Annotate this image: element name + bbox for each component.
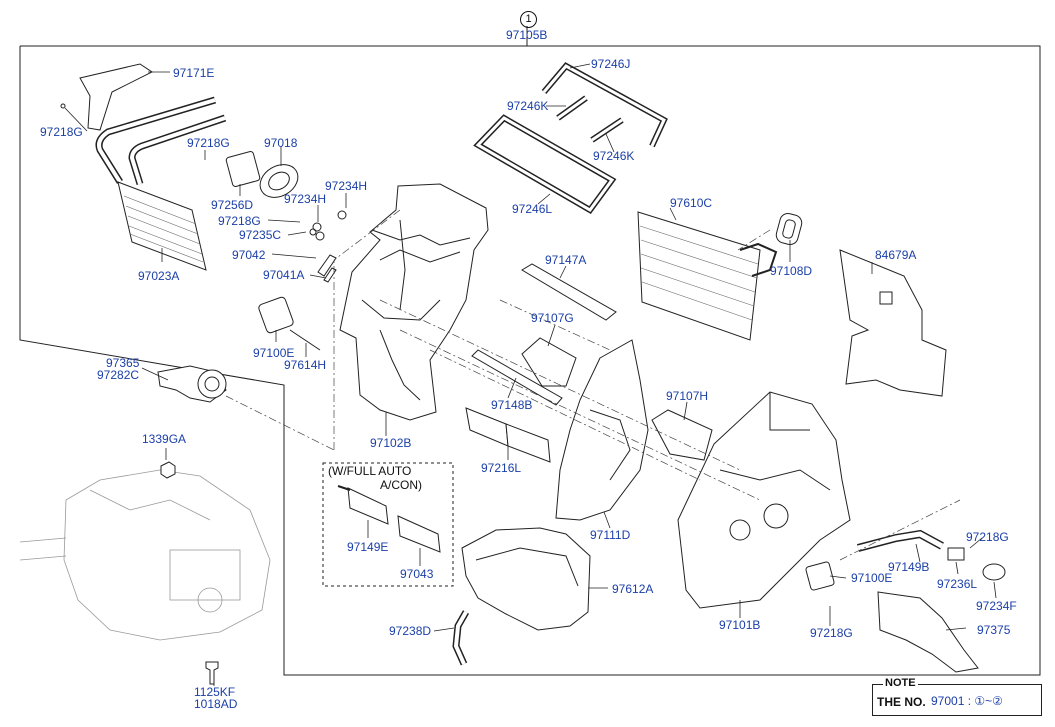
door-97216l: [465, 407, 551, 463]
label-97148b: 97148B: [491, 398, 533, 412]
nut-1339ga: [160, 461, 176, 479]
sensor-97236l: [947, 547, 965, 561]
evaporator-97610c: [637, 211, 778, 341]
door-97043: [397, 515, 441, 553]
actuator-97100e-left: [258, 296, 294, 334]
complete-unit-sketch: [19, 469, 271, 641]
label-97612a: 97612A: [612, 582, 654, 596]
label-97246k-b: 97246K: [593, 149, 635, 163]
label-84679a: 84679A: [875, 248, 917, 262]
label-97234h-b: 97234H: [284, 192, 327, 206]
label-97042: 97042: [232, 248, 266, 262]
label-97256d: 97256D: [211, 198, 254, 212]
blower-97107g: [521, 337, 577, 387]
bolt-1125kf: [205, 661, 219, 685]
door-97148b: [471, 349, 563, 406]
note-box: [872, 684, 1042, 716]
option-note-line1: (W/FULL AUTO: [328, 464, 412, 478]
label-97238d: 97238D: [389, 624, 432, 638]
case-left-97102b: [339, 183, 489, 421]
insulator-84679a: [839, 249, 947, 397]
filter-frame: [473, 62, 668, 214]
label-1018ad: 1018AD: [194, 697, 238, 711]
label-97236l: 97236L: [937, 577, 978, 591]
label-97107h: 97107H: [666, 389, 709, 403]
label-97375: 97375: [977, 623, 1011, 637]
assembly-border: [19, 45, 1041, 676]
label-97282c: 97282C: [97, 368, 140, 382]
tray-97612a: [461, 527, 591, 631]
label-97218g-c: 97218G: [218, 214, 261, 228]
heater-core: [95, 96, 227, 271]
label-97041a: 97041A: [263, 268, 305, 282]
label-97100e-right: 97100E: [851, 571, 893, 585]
actuator-97100e-right: [805, 561, 835, 591]
label-97218g-d: 97218G: [966, 530, 1009, 544]
label-97149e: 97149E: [347, 540, 389, 554]
label-97614h: 97614H: [284, 358, 327, 372]
label-97107g: 97107G: [531, 311, 574, 325]
label-97235c: 97235C: [239, 228, 282, 242]
gasket-97234f: [982, 563, 1006, 581]
label-97246k-a: 97246K: [507, 99, 549, 113]
note-value: 97001 : ①~②: [931, 694, 1003, 708]
label-97108d: 97108D: [770, 264, 813, 278]
note-label: THE NO.: [877, 695, 926, 709]
option-box: [322, 462, 454, 587]
label-97218g-a: 97218G: [40, 125, 83, 139]
label-97100e-left: 97100E: [253, 346, 295, 360]
motor-97018: [259, 164, 299, 198]
label-97149b: 97149B: [888, 560, 930, 574]
label-97101b: 97101B: [719, 618, 761, 632]
case-right-97101b: [677, 391, 851, 609]
assembly-circle-number: 1: [520, 11, 537, 28]
blower-97107h: [651, 409, 713, 461]
duct-97375: [877, 591, 979, 673]
door-97147a: [521, 263, 617, 321]
door-97149e: [347, 487, 389, 525]
label-97234h-a: 97234H: [325, 179, 368, 193]
bracket-97171e: [79, 63, 153, 131]
label-1125kf: 1125KF: [194, 685, 236, 699]
label-97102b: 97102B: [370, 436, 412, 450]
label-97023a: 97023A: [138, 269, 180, 283]
label-97246l: 97246L: [512, 202, 553, 216]
label-97043: 97043: [400, 567, 434, 581]
label-97218g-e: 97218G: [810, 626, 853, 640]
label-97234f: 97234F: [976, 599, 1017, 613]
label-97171e: 97171E: [173, 66, 215, 80]
label-97018: 97018: [264, 136, 298, 150]
label-97610c: 97610C: [670, 196, 713, 210]
label-97246j: 97246J: [591, 57, 631, 71]
actuator-97256d: [225, 151, 261, 187]
label-97147a: 97147A: [545, 253, 587, 267]
case-center-97111d: [555, 339, 649, 521]
option-note-line2: A/CON): [380, 478, 422, 492]
label-97216l: 97216L: [481, 461, 522, 475]
label-97218g-b: 97218G: [187, 136, 230, 150]
label-1339ga: 1339GA: [142, 432, 187, 446]
label-97105b: 97105B: [506, 28, 548, 42]
note-tag: NOTE: [883, 677, 918, 689]
hose-97149b-inner: [857, 531, 944, 551]
label-97365: 97365: [106, 356, 140, 370]
label-97111d: 97111D: [590, 528, 631, 542]
grommet-97108d: [775, 212, 803, 246]
